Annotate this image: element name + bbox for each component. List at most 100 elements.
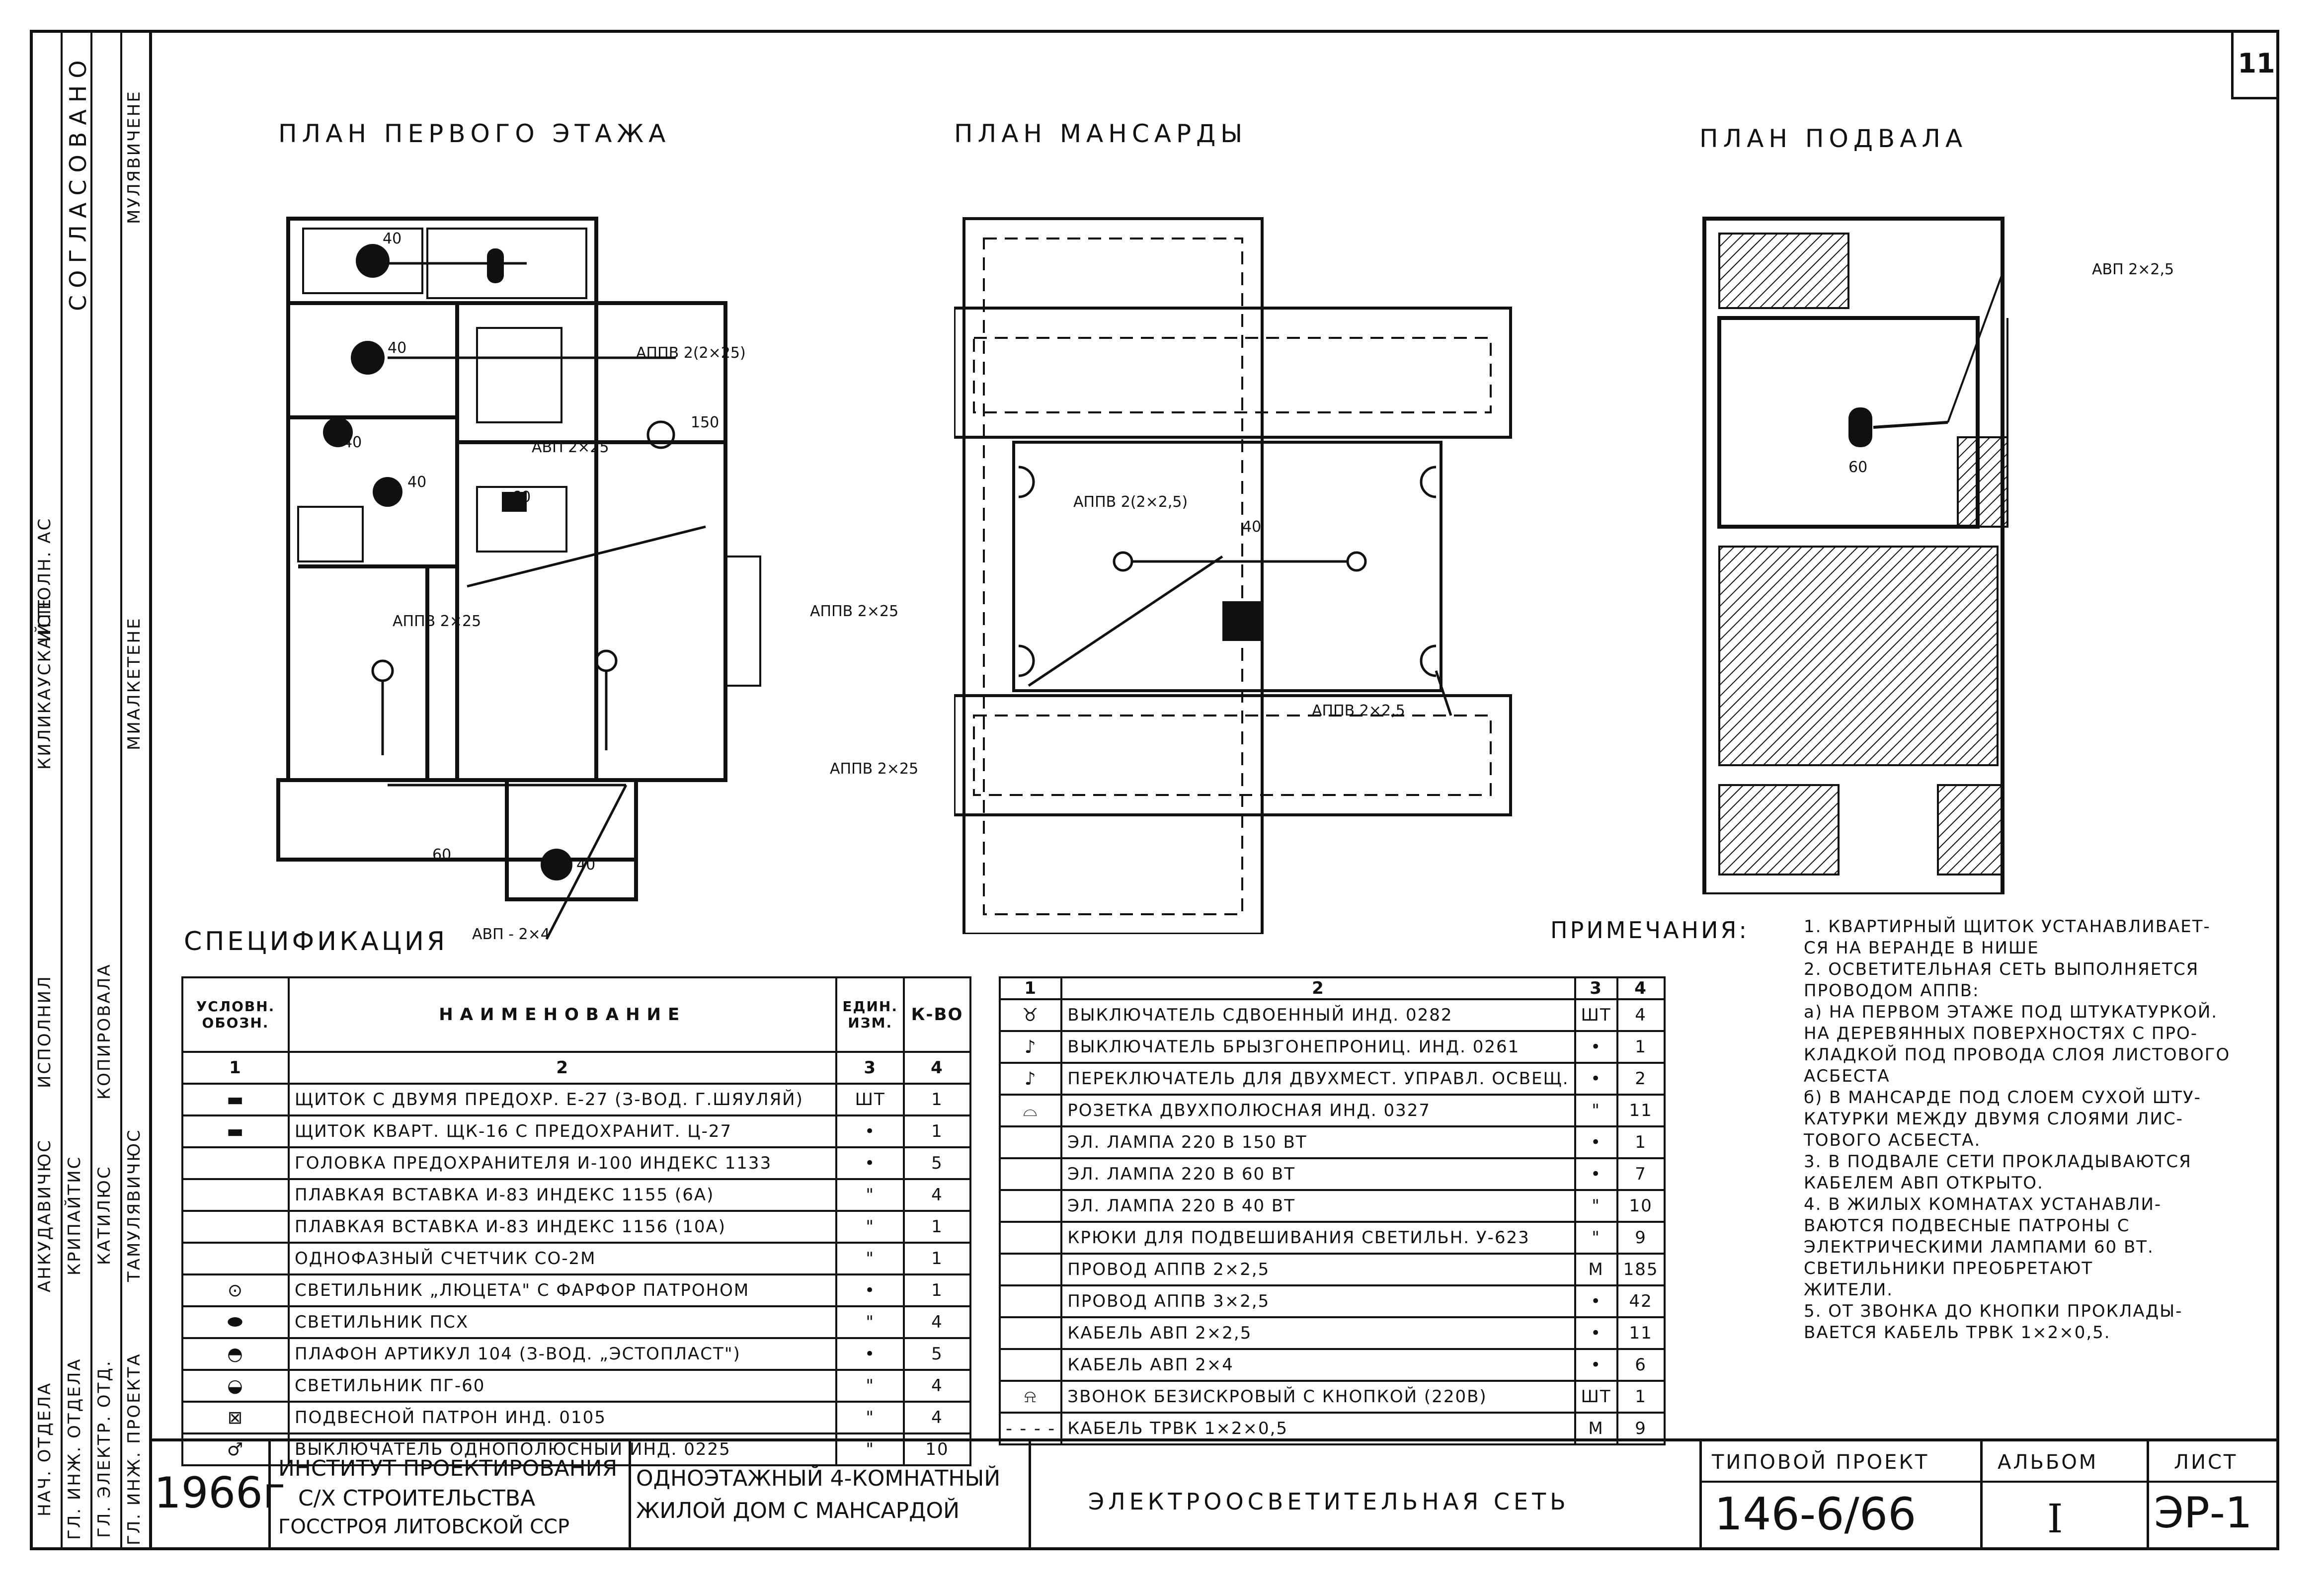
side-stamp: НАЧ. ОТДЕЛА ГЛ. ИНЖ. ОТДЕЛА ГЛ. ЭЛЕКТР. … xyxy=(30,30,149,1550)
note-line: ЭЛЕКТРИЧЕСКИМИ ЛАМПАМИ 60 ВТ. xyxy=(1804,1237,2154,1257)
attic-label-appv-top: АППВ 2(2×2,5) xyxy=(1073,493,1188,511)
note-line: ПРОВОДОМ АППВ: xyxy=(1804,981,1980,1001)
specification-table-1: УСЛОВН. ОБОЗН. НАИМЕНОВАНИЕ ЕДИН. ИЗМ. К… xyxy=(181,976,971,1466)
spec1-header-name: НАИМЕНОВАНИЕ xyxy=(287,976,838,1053)
side-stamp-col-roles xyxy=(33,33,63,1547)
table-row: ПЛАВКАЯ ВСТАВКА И-83 ИНДЕКС 1156 (10А)"1 xyxy=(181,1210,971,1244)
first-floor-label-appv-left: АППВ 2×25 xyxy=(393,613,481,630)
single-switch-icon: ♂ xyxy=(227,1439,244,1460)
stamp-name-5: ТАМУЛЯВИЧЮС xyxy=(124,1128,144,1282)
first-floor-label-lamp-7: 40 xyxy=(576,856,595,874)
year: 1966г xyxy=(154,1468,286,1518)
note-line: КАТУРКИ МЕЖДУ ДВУМЯ СЛОЯМИ ЛИС- xyxy=(1804,1109,2183,1129)
note-line: КАБЕЛЕМ АВП ОТКРЫТО. xyxy=(1804,1173,2044,1193)
first-floor-plan: АППВ 2(2×25) АВП 2×25 150 АППВ 2×25 АППВ… xyxy=(276,217,898,943)
spec1-header-qty: К-ВО xyxy=(903,976,971,1053)
stamp-role-2: ГЛ. ИНЖ. ОТДЕЛА xyxy=(65,1357,84,1540)
basement-plan: 60 xyxy=(1702,217,2008,894)
sheet-number: 11 xyxy=(2231,30,2279,99)
table-row: ▬ЩИТОК С ДВУМЯ ПРЕДОХР. Е-27 (З-ВОД. Г.Ш… xyxy=(181,1083,971,1116)
stamp-role-3: ГЛ. ЭЛЕКТР. ОТД. xyxy=(94,1359,114,1538)
pendant-socket-icon: ⊠ xyxy=(227,1407,244,1428)
socket-icon: ⌓ xyxy=(1023,1100,1039,1120)
basement-label-lamp: 60 xyxy=(1848,459,1867,476)
title-block-divider xyxy=(629,1441,631,1550)
note-line: 2. ОСВЕТИТЕЛЬНАЯ СЕТЬ ВЫПОЛНЯЕТСЯ xyxy=(1804,959,2199,979)
attic-plan-title: ПЛАН МАНСАРДЫ xyxy=(954,119,1248,148)
drawing-frame xyxy=(149,30,2279,1550)
title-block-top-border xyxy=(149,1438,2279,1441)
title-block-divider xyxy=(2147,1441,2149,1550)
spec1-index-4: 4 xyxy=(903,1051,971,1085)
table-row: ЭЛ. ЛАМПА 220 В 40 ВТ"10 xyxy=(998,1189,1666,1223)
stamp-role-1: НАЧ. ОТДЕЛА xyxy=(35,1381,55,1516)
table-row: ◒СВЕТИЛЬНИК ПГ-60"4 xyxy=(181,1369,971,1403)
spec1-index-2: 2 xyxy=(287,1051,838,1085)
note-line: СЯ НА ВЕРАНДЕ В НИШЕ xyxy=(1804,938,2039,958)
table-row: ОДНОФАЗНЫЙ СЧЕТЧИК СО-2М"1 xyxy=(181,1242,971,1275)
attic-label-appv-left-ext: АППВ 2×25 xyxy=(830,760,919,778)
table-row: ▬ЩИТОК КВАРТ. ЩК-16 С ПРЕДОХРАНИТ. Ц-27•… xyxy=(181,1114,971,1148)
specification-title: СПЕЦИФИКАЦИЯ xyxy=(184,927,448,956)
sheet-label: ЛИСТ xyxy=(2174,1451,2238,1474)
sheet-value: ЭР-1 xyxy=(2154,1488,2252,1538)
object-line-1: ОДНОЭТАЖНЫЙ 4-КОМНАТНЫЙ xyxy=(636,1466,1001,1491)
stamp-name-4: КАТИЛЮС xyxy=(94,1165,114,1266)
attic-label-lamp: 40 xyxy=(1242,518,1261,536)
first-floor-label-lamp-4: 40 xyxy=(407,474,426,491)
first-floor-label-150: 150 xyxy=(691,414,719,431)
spec1-index-3: 3 xyxy=(835,1051,905,1085)
table-row: ♪ПЕРЕКЛЮЧАТЕЛЬ ДЛЯ ДВУХМЕСТ. УПРАВЛ. ОСВ… xyxy=(998,1062,1666,1096)
spec2-index-1: 1 xyxy=(998,976,1063,1000)
note-line: КЛАДКОЙ ПОД ПРОВОДА СЛОЯ ЛИСТОВОГО xyxy=(1804,1045,2231,1065)
first-floor-plan-title: ПЛАН ПЕРВОГО ЭТАЖА xyxy=(278,119,671,148)
dashed-cable-icon: - - - - xyxy=(1006,1418,1056,1439)
note-line: 4. В ЖИЛЫХ КОМНАТАХ УСТАНАВЛИ- xyxy=(1804,1194,2162,1214)
table-row: ЭЛ. ЛАМПА 220 В 60 ВТ•7 xyxy=(998,1157,1666,1191)
table-row: ♪ВЫКЛЮЧАТЕЛЬ БРЫЗГОНЕПРОНИЦ. ИНД. 0261•1 xyxy=(998,1030,1666,1064)
specification-table-2: 1 2 3 4 ♉ВЫКЛЮЧАТЕЛЬ СДВОЕННЫЙ ИНД. 0282… xyxy=(998,976,1666,1445)
note-line: ЖИТЕЛИ. xyxy=(1804,1280,1894,1300)
stamp-role-4: ГЛ. ИНЖ. ПРОЕКТА xyxy=(124,1352,144,1545)
title-block-divider xyxy=(1980,1441,1983,1550)
table-row: ⊠ПОДВЕСНОЙ ПАТРОН ИНД. 0105"4 xyxy=(181,1401,971,1434)
basement-plan-title: ПЛАН ПОДВАЛА xyxy=(1699,124,1968,153)
table-row: ЭЛ. ЛАМПА 220 В 150 ВТ•1 xyxy=(998,1125,1666,1159)
bell-icon: ⍾ xyxy=(1024,1386,1038,1407)
pg60-lamp-icon: ◒ xyxy=(227,1375,244,1396)
stamp-name-6: МИАЛКЕТЕНЕ xyxy=(124,617,144,751)
drawing-title: ЭЛЕКТРООСВЕТИТЕЛЬНАЯ СЕТЬ xyxy=(1088,1488,1570,1515)
typical-project-label: ТИПОВОЙ ПРОЕКТ xyxy=(1712,1451,1929,1474)
spec2-index-2: 2 xyxy=(1060,976,1576,1000)
first-floor-label-avp: АВП 2×25 xyxy=(532,439,609,456)
first-floor-label-appv-right: АППВ 2×25 xyxy=(810,603,898,620)
stamp-role-6: КОПИРОВАЛА xyxy=(94,963,114,1100)
psh-lamp-icon: ⬬ xyxy=(227,1312,244,1332)
title-block-divider xyxy=(268,1441,271,1550)
first-floor-label-lamp-5: 60 xyxy=(512,488,531,506)
table-row: ◓ПЛАФОН АРТИКУЛ 104 (З-ВОД. „ЭСТОПЛАСТ")… xyxy=(181,1337,971,1371)
double-switch-icon: ♉ xyxy=(1022,1005,1040,1026)
note-line: б) В МАНСАРДЕ ПОД СЛОЕМ СУХОЙ ШТУ- xyxy=(1804,1088,2201,1108)
fuse-panel-icon: ▬ xyxy=(226,1089,244,1110)
table-row: КРЮКИ ДЛЯ ПОДВЕШИВАНИЯ СВЕТИЛЬН. У-623"9 xyxy=(998,1221,1666,1255)
stamp-name-7: МУЛЯВИЧЕНЕ xyxy=(124,90,144,224)
basement-label-avp: АВП 2×2,5 xyxy=(2092,261,2174,278)
note-line: ВАЮТСЯ ПОДВЕСНЫЕ ПАТРОНЫ С xyxy=(1804,1216,2130,1236)
spec1-index-1: 1 xyxy=(181,1051,290,1085)
stamp-name-2: АНКУДАВИЧЮС xyxy=(35,1138,55,1292)
institute-line-3: ГОССТРОЯ ЛИТОВСКОЙ ССР xyxy=(278,1515,570,1538)
first-floor-label-lamp-6: 60 xyxy=(432,846,451,864)
attic-plan: АППВ 2(2×2,5) 40 АППВ 2×25 АППВ 2×2,5 xyxy=(954,217,1512,934)
two-way-switch-icon: ♪ xyxy=(1024,1068,1037,1089)
note-line: 5. ОТ ЗВОНКА ДО КНОПКИ ПРОКЛАДЫ- xyxy=(1804,1301,2183,1321)
side-stamp-col-names xyxy=(63,33,92,1547)
spec2-index-3: 3 xyxy=(1574,976,1618,1000)
title-block-inner-line xyxy=(1699,1481,2279,1483)
table-row: ГОЛОВКА ПРЕДОХРАНИТЕЛЯ И-100 ИНДЕКС 1133… xyxy=(181,1146,971,1180)
institute-line-1: ИНСТИТУТ ПРОЕКТИРОВАНИЯ xyxy=(278,1456,618,1481)
table-row: ⌓РОЗЕТКА ДВУХПОЛЮСНАЯ ИНД. 0327"11 xyxy=(998,1094,1666,1127)
note-line: НА ДЕРЕВЯННЫХ ПОВЕРХНОСТЯХ С ПРО- xyxy=(1804,1024,2198,1043)
